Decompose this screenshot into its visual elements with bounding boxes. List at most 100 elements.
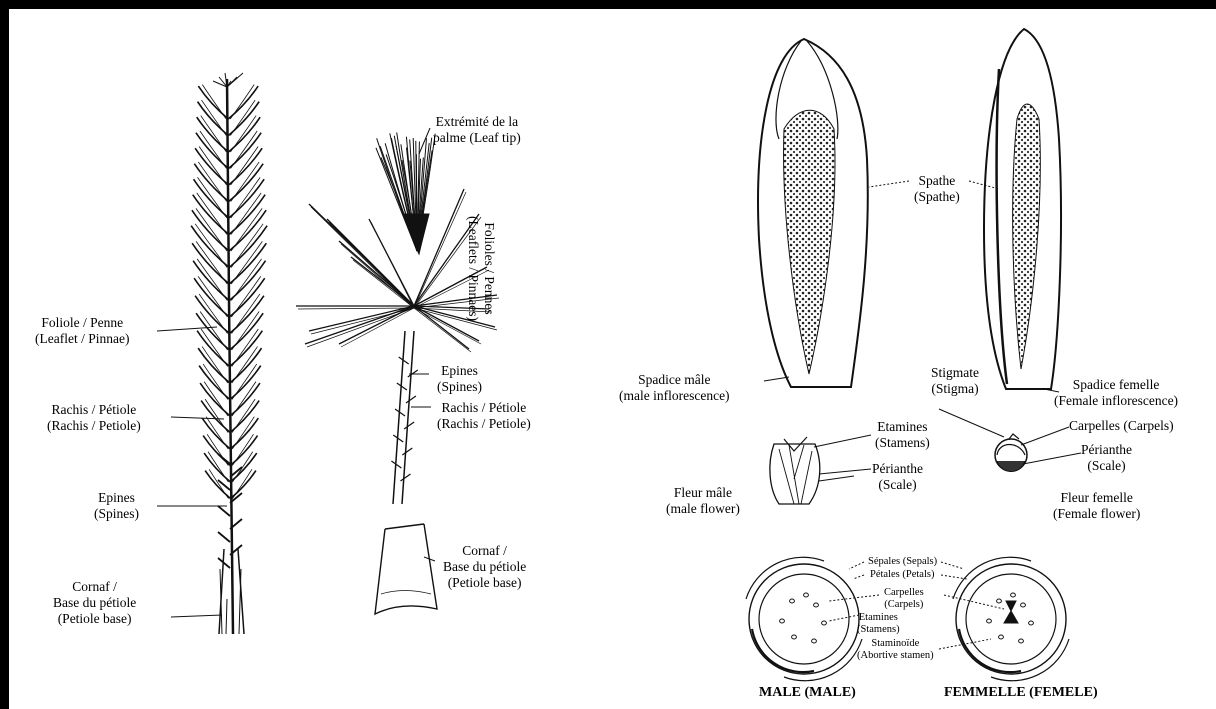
female-diagram-bold-arc	[959, 629, 1021, 672]
leaflet-right-edge	[233, 469, 252, 498]
rachis-segment-drawing	[391, 331, 417, 504]
dashed-leader-line	[941, 562, 964, 569]
leaflet-left-edge	[197, 193, 227, 235]
petiole-base-outline	[375, 524, 437, 614]
leader-line	[939, 409, 1004, 437]
male-diagram-stamen	[790, 599, 795, 603]
leaflet-left	[202, 418, 230, 449]
caption-female: FEMMELLE (FEMELE)	[944, 685, 1098, 701]
leaflet-left	[197, 331, 230, 367]
leaflet-right-edge	[232, 294, 260, 334]
leaflet-right	[230, 453, 256, 482]
male-diagram-stamen	[822, 621, 827, 625]
label-detail-petiole-base: Cornaf /Base du pétiole(Petiole base)	[443, 543, 526, 591]
label-sepals: Sépales (Sepals)	[868, 556, 937, 568]
leaflet-left	[199, 366, 230, 400]
fan-leaflet-edge	[371, 222, 414, 308]
fan-leaflet	[351, 257, 414, 306]
leaflet-left-edge	[197, 259, 227, 301]
leader-line	[1023, 453, 1081, 464]
fan-leaflet	[339, 306, 414, 344]
label-stamens: Etamines(Stamens)	[875, 419, 930, 451]
label-detail-spines: Epines(Spines)	[437, 363, 482, 395]
fan-leaflet	[414, 189, 464, 306]
leaflet-right-edge	[232, 452, 252, 482]
full-palm-leaf-drawing	[191, 73, 267, 634]
label-perianth-female: Périanthe(Scale)	[1081, 442, 1132, 474]
rachis-spine	[402, 448, 412, 455]
label-petiole-base: Cornaf /Base du pétiole(Petiole base)	[53, 579, 136, 627]
leaflet-right	[230, 401, 259, 433]
leaflet-left-edge	[198, 162, 226, 202]
leader-line	[1021, 427, 1069, 445]
leader-line	[819, 469, 871, 474]
leaflet-left-edge	[208, 452, 228, 482]
leaflet-left	[204, 453, 230, 482]
leaflet-right	[230, 348, 262, 383]
male-diagram-outer-arc	[746, 557, 862, 680]
leaflet-left-edge	[198, 177, 227, 218]
leaflet-right	[230, 331, 263, 367]
rachis-spine	[404, 422, 414, 429]
male-diagram-stamen	[804, 593, 809, 597]
female-diagram-stamen	[999, 635, 1004, 639]
caption-male: MALE (MALE)	[759, 685, 856, 701]
fan-leaflet-edge	[298, 308, 414, 309]
male-flower-body	[770, 444, 820, 504]
label-rachis: Rachis / Pétiole(Rachis / Petiole)	[47, 402, 141, 434]
fan-leaflet	[414, 306, 469, 349]
label-carpels: Carpelles (Carpels)	[1069, 418, 1174, 434]
leaf-petiole-base-fibers	[220, 569, 241, 634]
leaf-spine	[218, 454, 230, 464]
label-male-spadix: Spadice mâle(male inflorescence)	[619, 372, 730, 404]
leaflet-right-edge	[231, 259, 261, 301]
petiole-base-drawing	[375, 524, 437, 614]
fan-leaflet	[339, 241, 414, 306]
leaf-spine	[218, 506, 230, 516]
dashed-leader-line	[869, 181, 909, 187]
dashed-leader-line	[944, 595, 1004, 609]
leaf-spine	[218, 532, 230, 542]
rachis-spine	[406, 396, 416, 403]
male-diagram-bold-arc	[752, 629, 814, 672]
leaflet-left	[198, 348, 230, 383]
label-female-spadix: Spadice femelle(Female inflorescence)	[1054, 377, 1178, 409]
female-diagram-stamen	[1029, 621, 1034, 625]
leaflet-left-edge	[200, 311, 228, 350]
female-flower-scale	[997, 461, 1025, 472]
label-perianth-male: Périanthe(Scale)	[872, 461, 923, 493]
leaflet-right	[230, 366, 261, 400]
leaflet-left	[205, 471, 230, 499]
leaflet-right	[230, 383, 260, 416]
leaflet-left-edge	[201, 329, 228, 366]
leaflet-left-edge	[209, 469, 228, 498]
label-detail-rachis: Rachis / Pétiole(Rachis / Petiole)	[437, 400, 531, 432]
fan-leaflet-edge	[341, 244, 414, 308]
dashed-leader-line	[853, 575, 864, 579]
fan-leaflet	[327, 219, 414, 306]
dashed-leader-line	[849, 562, 864, 569]
leaf-rachis	[227, 79, 233, 634]
label-leaflets-vertical: Folioles / Pennes(Leaflets / Pinnaes)	[465, 216, 497, 321]
leader-line	[171, 417, 224, 419]
leaflet-left	[200, 383, 230, 416]
rachis-outline	[393, 331, 414, 504]
label-spathe: Spathe(Spathe)	[914, 173, 960, 205]
leaflet-right	[228, 117, 260, 152]
leaflet-right-edge	[231, 162, 259, 202]
female-diagram-stamen	[1019, 639, 1024, 643]
leader-line	[814, 435, 871, 447]
leader-line	[819, 476, 854, 481]
label-diagram-stamens: Etamines(Stamens)	[857, 612, 900, 636]
leaflet-left-edge	[199, 146, 227, 185]
petiole-base-curve	[381, 591, 431, 595]
leaflet-left	[201, 401, 230, 433]
leaflet-right-edge	[231, 193, 261, 235]
rachis-spine	[401, 474, 411, 481]
label-leaflet: Foliole / Penne(Leaflet / Pinnae)	[35, 315, 129, 347]
label-diagram-carpels: Carpelles(Carpels)	[884, 587, 924, 611]
leaflet-left-edge	[198, 276, 227, 317]
female-diagram-stamen	[1011, 593, 1016, 597]
leaflet-right	[229, 133, 262, 169]
leaflet-right	[230, 418, 258, 449]
